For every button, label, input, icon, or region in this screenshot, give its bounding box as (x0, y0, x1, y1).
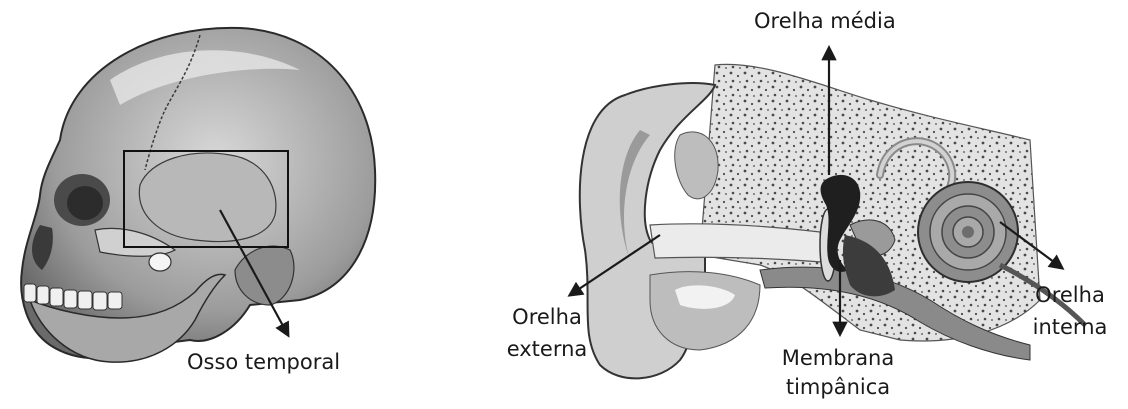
membrana-line1: Membrana (773, 345, 903, 371)
orelha-media-label: Orelha média (754, 8, 896, 34)
orelha-externa-line1: Orelha (487, 304, 607, 330)
skull-illustration (21, 28, 375, 362)
membrana-timpanica-label: Membrana timpânica (773, 345, 903, 400)
temporal-region (139, 153, 276, 242)
orelha-externa-label: Orelha externa (487, 304, 607, 362)
membrana-line2: timpânica (773, 374, 903, 400)
orelha-interna-line1: Orelha (1020, 282, 1120, 308)
orelha-interna-line2: interna (1020, 314, 1120, 340)
orelha-externa-line2: externa (487, 336, 607, 362)
orelha-interna-label: Orelha interna (1020, 282, 1120, 340)
ear-cross-section-illustration (570, 48, 1085, 378)
ear-canal (650, 224, 822, 262)
osso-temporal-label: Osso temporal (187, 349, 340, 375)
